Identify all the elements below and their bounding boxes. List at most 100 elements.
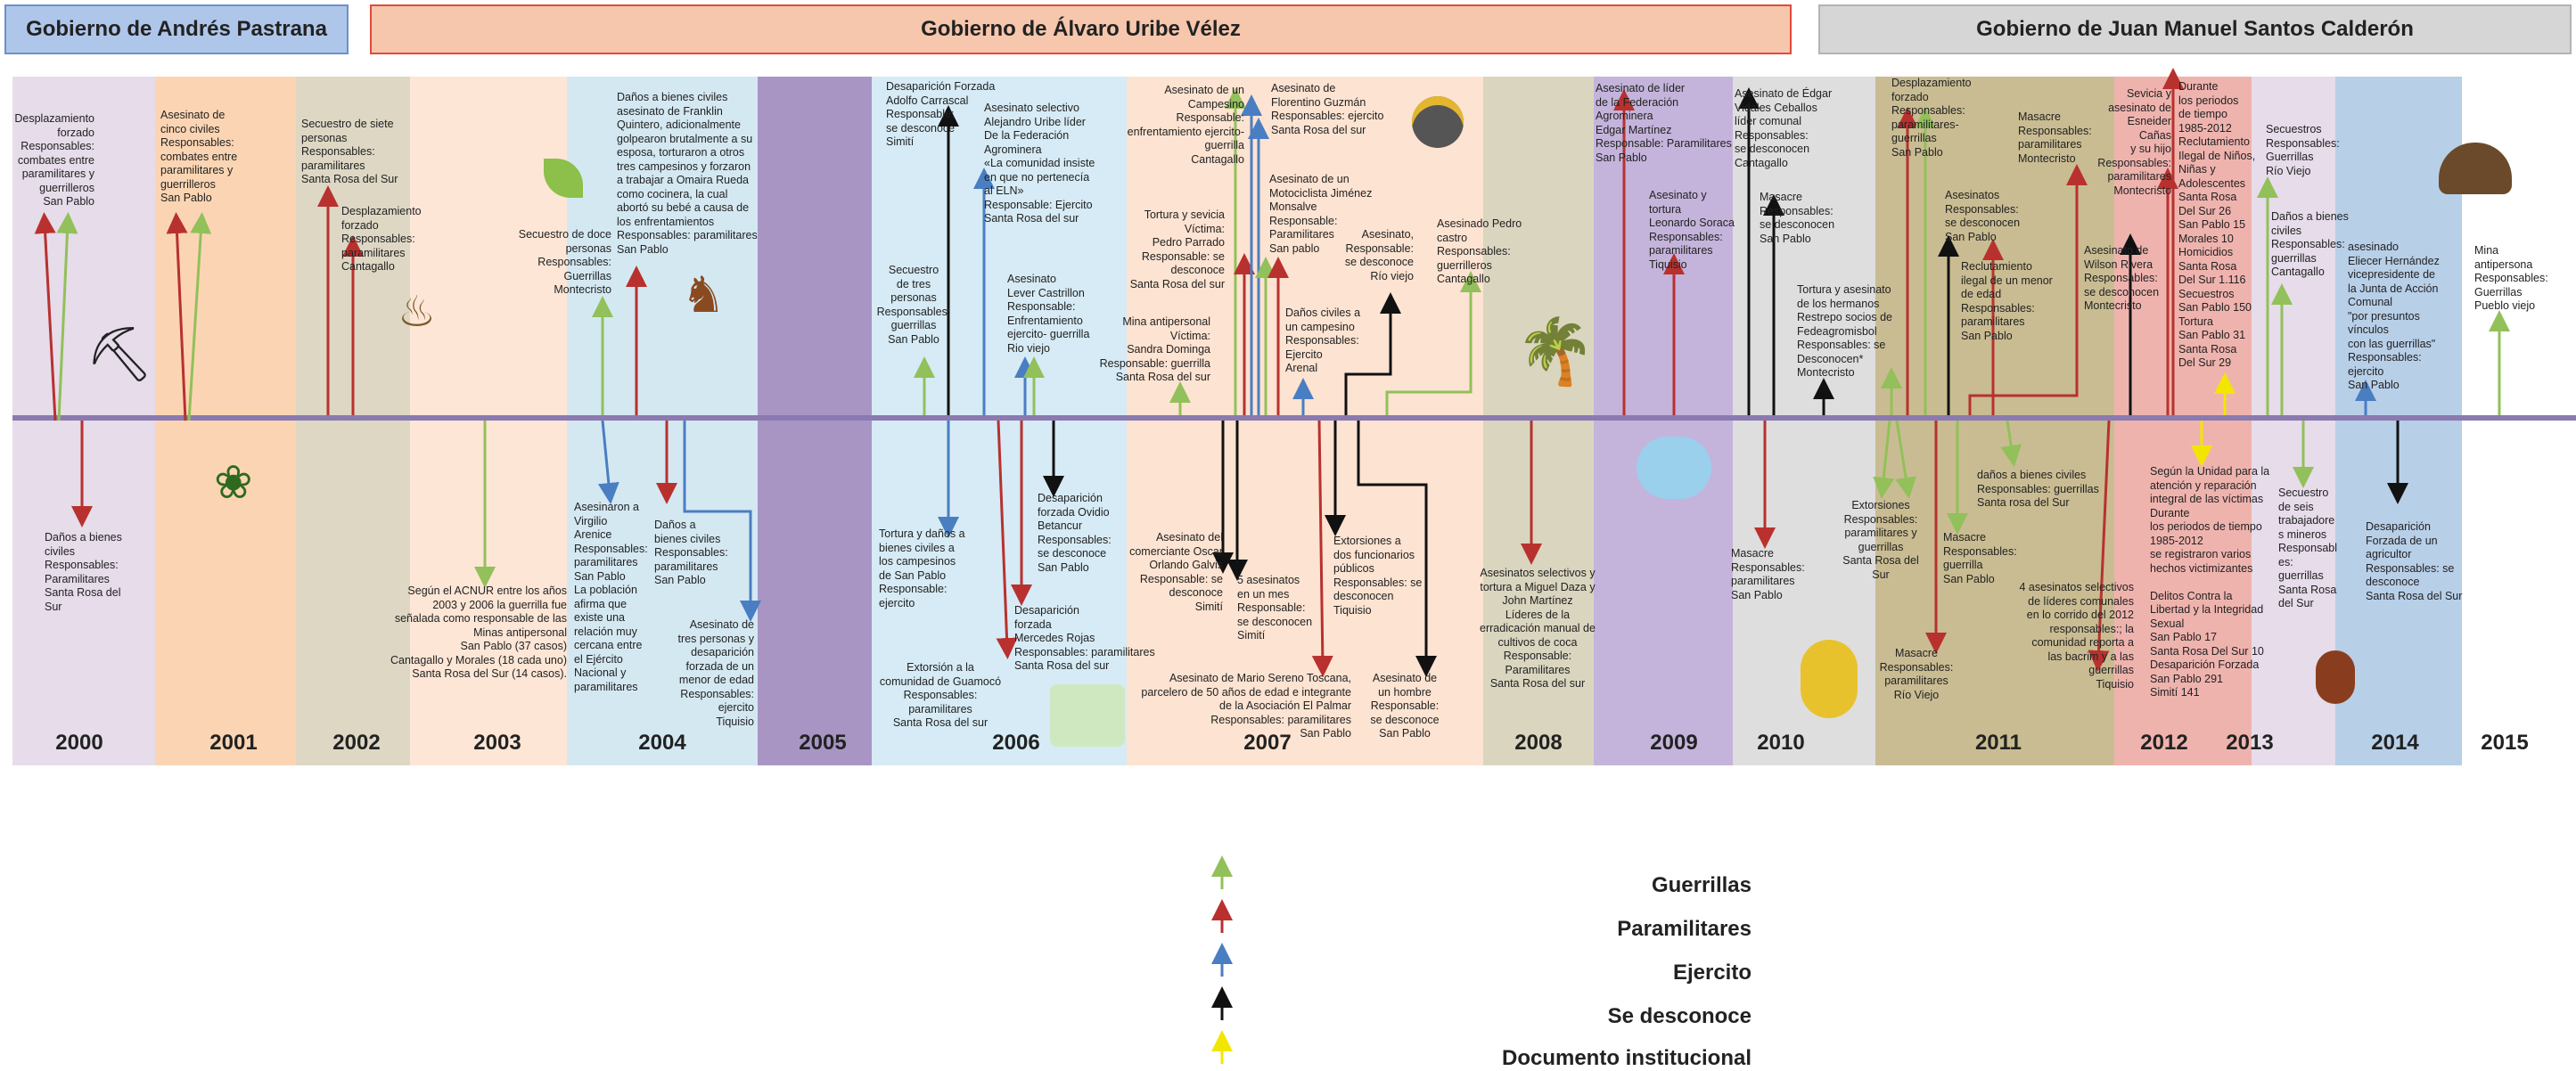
corn-icon — [1801, 640, 1858, 718]
event-2010-hermanos-restrepo: Tortura y asesinato de los hermanos Rest… — [1797, 283, 1893, 379]
event-2010-masacre-paramilitares: Masacre Responsables: paramilitares San … — [1731, 547, 1805, 601]
band-2001 — [155, 77, 296, 765]
event-2008-asesinatos-selectivos: Asesinatos selectivos y tortura a Miguel… — [1480, 567, 1596, 690]
year-label: 2013 — [2226, 731, 2274, 755]
year-label: 2010 — [1757, 731, 1805, 755]
event-2006-asesinato-castrillon: Asesinato Lever Castrillon Responsable: … — [1007, 273, 1090, 355]
palm-tree-icon: 🌴 — [1515, 316, 1596, 388]
band-2007 — [1127, 77, 1483, 765]
event-2001-asesinato: Asesinato de cinco civiles Responsables:… — [160, 109, 238, 204]
event-2007-hombre: Asesinato de un hombre Responsable: se d… — [1370, 672, 1440, 740]
event-2007-oscar-galvis: Asesinato del comerciante Oscar Orlando … — [1129, 531, 1223, 613]
farm-scene-icon — [1050, 684, 1125, 747]
event-2007-mario-sereno: Asesinato de Mario Sereno Toscana, parce… — [1141, 672, 1351, 740]
legend-label-paramilitares: Paramilitares — [1617, 917, 1752, 941]
event-2011-masacre-guerrilla: Masacre Responsables: guerrilla San Pabl… — [1943, 531, 2017, 585]
event-2011-extorsiones: Extorsiones Responsables: paramilitares … — [1842, 499, 1919, 581]
band-2012 — [2114, 77, 2252, 765]
event-2004-asesinato-virgilio: Asesinaron a Virgilio Arenice Responsabl… — [574, 501, 648, 693]
event-2006-desaparicion-ovidio: Desaparición forzada Ovidio Betancur Res… — [1038, 492, 1112, 574]
cacao-icon — [2316, 650, 2355, 704]
event-2006-extorsion: Extorsión a la comunidad de Guamocó Resp… — [879, 661, 1002, 729]
cannabis-leaf-icon: ❀ — [214, 457, 253, 509]
event-2004-danos: Daños a bienes civiles Responsables: par… — [654, 519, 728, 586]
legend-label-guerrillas: Guerrillas — [1651, 873, 1752, 897]
band-2003 — [410, 77, 567, 765]
event-2012-unidad-victimas: Según la Unidad para la atención y repar… — [2150, 465, 2270, 699]
event-2007-motociclista: Asesinato de un Motociclista Jiménez Mon… — [1269, 173, 1373, 255]
year-label: 2000 — [55, 731, 103, 755]
event-2006-tortura: Tortura y daños a bienes civiles a los c… — [879, 527, 965, 609]
event-2006-desaparicion-simiti: Desaparición Forzada Adolfo Carrascal Re… — [886, 80, 996, 148]
event-2007-tortura-parrado: Tortura y sevicia Víctima: Pedro Parrado… — [1129, 208, 1225, 290]
event-2004-secuestro: Secuestro de doce personas Responsables:… — [518, 228, 611, 296]
event-2010-masacre: Masacre Responsables: se desconocen San … — [1760, 191, 1835, 245]
farmer-icon: ♨ — [398, 289, 437, 336]
band-2000 — [12, 77, 155, 765]
band-2008 — [1483, 77, 1594, 765]
event-2009-leonardo-soraca: Asesinato y tortura Leonardo Soraca Resp… — [1649, 189, 1735, 271]
event-2002-secuestro: Secuestro de siete personas Responsables… — [301, 118, 398, 185]
fishing-icon — [1637, 437, 1711, 499]
event-2011-asesinatos: Asesinatos Responsables: se desconocen S… — [1945, 189, 2021, 243]
year-label: 2006 — [992, 731, 1040, 755]
event-2007-pedro-castro: Asesinado Pedro castro Responsables: gue… — [1437, 217, 1522, 285]
event-2006-desaparicion-mercedes: Desaparición forzada Mercedes Rojas Resp… — [1014, 604, 1155, 672]
event-2007-asesinato-campesino: Asesinato de un Campesino Responsable: e… — [1127, 84, 1244, 166]
event-2013-secuestros: Secuestros Responsables: Guerrillas Río … — [2266, 123, 2340, 177]
year-label: 2008 — [1514, 731, 1563, 755]
event-2003-acnur: Según el ACNUR entre los años 2003 y 200… — [390, 585, 567, 680]
cow-icon: ♞ — [681, 266, 726, 323]
government-pastrana: Gobierno de Andrés Pastrana — [4, 4, 349, 54]
year-label: 2002 — [332, 731, 381, 755]
event-2011-masacre-montecristo: Masacre Responsables: paramilitares Mont… — [2018, 110, 2092, 165]
event-2012-esneider-canas: Sevicia y asesinato de Esneider Cañas y … — [2097, 87, 2171, 197]
miner-icon: ⛏ — [86, 324, 154, 384]
event-2014-desaparicion-agricultor: Desaparición Forzada de un agricultor Re… — [2366, 520, 2463, 602]
band-2002 — [296, 77, 410, 765]
event-2007-florentino: Asesinato de Florentino Guzmán Responsab… — [1271, 82, 1384, 136]
year-label: 2009 — [1650, 731, 1698, 755]
year-label: 2015 — [2481, 731, 2529, 755]
event-2015-mina: Mina antipersona Responsables: Guerrilla… — [2474, 244, 2548, 312]
event-2000-desplazamiento: Desplazamiento forzado Responsables: com… — [14, 112, 94, 208]
event-2011-reclutamiento: Reclutamiento ilegal de un menor de edad… — [1961, 260, 2053, 342]
event-2014-eliecer-hernandez: asesinado Eliecer Hernández vicepresiden… — [2348, 241, 2440, 391]
government-santos: Gobierno de Juan Manuel Santos Calderón — [1818, 4, 2572, 54]
event-2013-secuestro-mineros: Secuestro de seis trabajadore s mineros … — [2278, 486, 2338, 609]
event-2007-mina: Mina antipersonal Víctima: Sandra Doming… — [1099, 315, 1210, 383]
event-2012-lideres-comunales: 4 asesinatos selectivos de líderes comun… — [2019, 581, 2134, 691]
event-2006-secuestro: Secuestro de tres personas Responsables:… — [876, 264, 951, 346]
legend-label-ejercito: Ejercito — [1672, 961, 1752, 985]
year-label: 2014 — [2371, 731, 2419, 755]
year-label: 2012 — [2140, 731, 2188, 755]
event-2011-wilson-rivera: Asesinato de Wilson Rivera Responsables:… — [2084, 244, 2160, 312]
year-label: 2001 — [209, 731, 258, 755]
year-label: 2003 — [473, 731, 521, 755]
year-label: 2011 — [1974, 731, 2022, 755]
event-2011-desplazamiento: Desplazamiento forzado Responsables: par… — [1891, 77, 1972, 159]
band-2009 — [1594, 77, 1733, 765]
event-2012-estadisticas: Durante los periodos de tiempo 1985-2012… — [2178, 80, 2256, 369]
year-label: 2004 — [638, 731, 686, 755]
event-2006-asesinato-uribe: Asesinato selectivo Alejandro Uribe líde… — [984, 102, 1095, 225]
legend-label-se-desconoce: Se desconoce — [1607, 1004, 1752, 1028]
event-2007-danos-arenal: Daños civiles a un campesino Responsable… — [1285, 307, 1361, 374]
event-2007-cinco-asesinatos: 5 asesinatos en un mes Responsable: se d… — [1237, 574, 1313, 642]
legend-label-documento-institucional: Documento institucional — [1501, 1046, 1752, 1070]
pot-of-gold-icon — [1412, 96, 1464, 148]
event-2002-desplazamiento: Desplazamiento forzado Responsables: par… — [341, 205, 422, 273]
hands-soil-icon — [2439, 143, 2512, 194]
band-2005 — [758, 77, 872, 765]
event-2009-edgar-martinez: Asesinato de líder de la Federación Agro… — [1596, 82, 1732, 164]
timeline-axis — [12, 415, 2576, 421]
event-2004-danos-quintero: Daños a bienes civiles asesinato de Fran… — [617, 91, 758, 256]
band-2011 — [1875, 77, 2114, 765]
event-2000-danos: Daños a bienes civiles Responsables: Par… — [45, 531, 122, 613]
band-2004 — [567, 77, 758, 765]
year-label: 2007 — [1243, 731, 1292, 755]
event-2011-masacre-rio-viejo: Masacre Responsables: paramilitares Río … — [1879, 647, 1954, 701]
event-2004-tiquisio: Asesinato de tres personas y desaparició… — [677, 618, 754, 728]
event-2007-rio-viejo: Asesinato, Responsable: se desconoce Río… — [1344, 228, 1414, 282]
